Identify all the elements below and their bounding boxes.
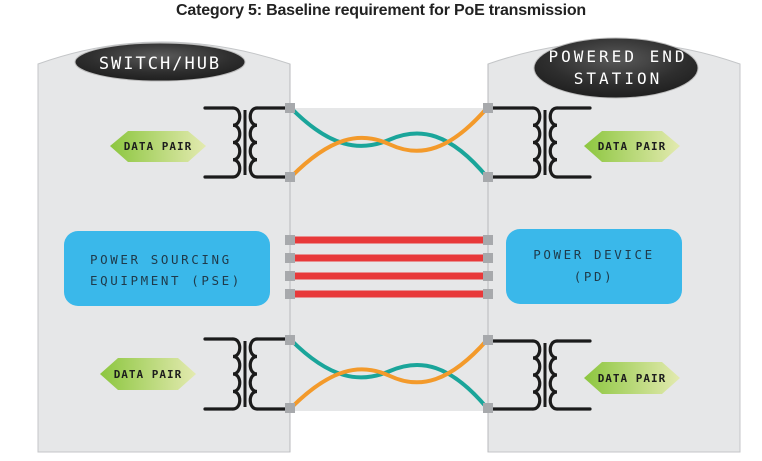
data-pair-right-bottom: DATA PAIR: [584, 362, 680, 394]
connector-terminal: [285, 103, 295, 113]
teal-wire: [289, 106, 489, 179]
connector-terminal: [285, 271, 295, 281]
connector-terminal: [483, 335, 493, 345]
orange-wire: [289, 106, 489, 179]
connector-terminal: [483, 253, 493, 263]
power-line: [292, 236, 486, 244]
data-pair-label: DATA PAIR: [598, 140, 667, 153]
pse-box: POWER SOURCING EQUIPMENT (PSE): [64, 231, 270, 306]
pse-label-line2: EQUIPMENT (PSE): [90, 273, 242, 288]
connector-terminal: [285, 235, 295, 245]
connector-terminal: [285, 172, 295, 182]
connector-terminal: [483, 403, 493, 413]
transformer-right-bottom: [486, 339, 592, 411]
data-pair-label: DATA PAIR: [114, 368, 183, 381]
powered-end-station-label-line1: POWERED END: [549, 47, 688, 66]
data-pair-left-top: DATA PAIR: [110, 131, 206, 162]
pd-label-line1: POWER DEVICE: [533, 247, 655, 262]
pd-label-line2: (PD): [574, 269, 615, 284]
transformer-right-top: [486, 106, 592, 179]
connector-terminal: [483, 289, 493, 299]
connector-terminal: [285, 253, 295, 263]
connector-terminal: [285, 335, 295, 345]
pse-label-line1: POWER SOURCING: [90, 252, 232, 267]
data-pair-left-bottom: DATA PAIR: [100, 358, 196, 390]
connector-terminal: [285, 289, 295, 299]
connector-terminal: [483, 271, 493, 281]
twisted-pair-top: [285, 103, 493, 182]
power-line: [292, 254, 486, 262]
switch-hub-badge: SWITCH/HUB: [74, 42, 246, 82]
pd-box: POWER DEVICE (PD): [506, 229, 682, 304]
data-pair-label: DATA PAIR: [598, 372, 667, 385]
diagram-title: Category 5: Baseline requirement for PoE…: [176, 2, 586, 19]
data-pair-label: DATA PAIR: [124, 140, 193, 153]
transformer-left-top: [203, 106, 292, 179]
orange-wire: [289, 338, 489, 410]
powered-end-station-label-line2: STATION: [574, 69, 662, 88]
connector-terminal: [483, 235, 493, 245]
connector-terminal: [483, 103, 493, 113]
data-pair-right-top: DATA PAIR: [584, 131, 680, 162]
twisted-pair-bottom: [285, 335, 493, 413]
switch-hub-label: SWITCH/HUB: [99, 54, 221, 74]
power-line: [292, 272, 486, 280]
transformer-left-bottom: [203, 337, 292, 411]
connector-terminal: [483, 172, 493, 182]
power-line: [292, 290, 486, 298]
powered-end-station-badge: POWERED END STATION: [533, 37, 699, 99]
teal-wire: [289, 338, 489, 410]
connector-terminal: [285, 403, 295, 413]
